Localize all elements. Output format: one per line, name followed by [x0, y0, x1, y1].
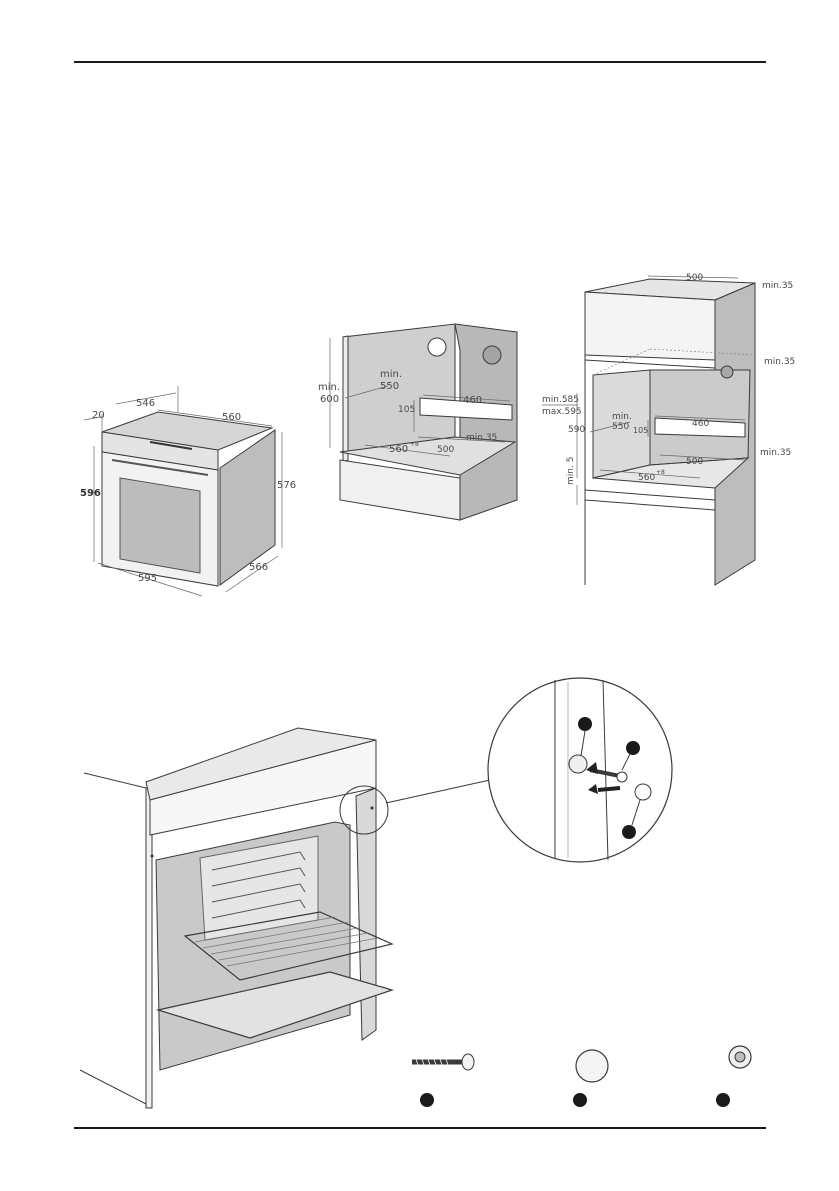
dim-min35-c: min.35	[760, 448, 791, 458]
screw-icon	[412, 1053, 475, 1107]
dim-500: 500	[437, 445, 454, 455]
under-counter-cabinet-drawing: min. 600 min. 550 460 105 500 min.35 560…	[318, 323, 518, 521]
dim-105: 105	[633, 426, 648, 435]
dim-500: 500	[686, 457, 703, 467]
dim-min585: min.585	[542, 395, 579, 405]
dim-min35-b: min.35	[764, 357, 795, 367]
dim-560: 560	[389, 444, 408, 455]
dim-560-sup: +8	[656, 469, 665, 476]
dim-460: 460	[692, 419, 709, 429]
plug-cap-icon	[573, 1049, 609, 1107]
dim-min600-a: min.	[318, 382, 340, 393]
installed-oven-drawing	[79, 727, 491, 1109]
dim-460: 460	[463, 395, 482, 406]
dim-560-sup: +8	[410, 441, 419, 448]
bottom-rule	[74, 1127, 766, 1129]
dim-105: 105	[398, 405, 415, 415]
dim-576: 576	[277, 480, 296, 491]
dim-596: 596	[80, 488, 101, 499]
dim-595: 595	[138, 573, 157, 584]
fixing-detail-zoom	[487, 677, 673, 863]
dim-590: 590	[568, 425, 585, 435]
tall-unit-cabinet-drawing: 500 min.35 min.35 min.35 min.585 max.595…	[542, 273, 795, 586]
oven-dimension-drawing: 546 20 560 596 576 595 566	[80, 386, 296, 597]
dim-min35-a: min.35	[762, 281, 793, 291]
dim-500-top: 500	[686, 273, 703, 283]
dim-560: 560	[222, 412, 241, 423]
dim-20: 20	[92, 410, 105, 421]
fixing-parts-row	[412, 1045, 752, 1107]
dim-min550-a: min.	[612, 412, 632, 422]
dim-546: 546	[136, 398, 155, 409]
dim-min35: min.35	[466, 433, 497, 443]
dim-min600-b: 600	[320, 394, 339, 405]
dim-min5: min. 5	[566, 457, 576, 485]
dim-566: 566	[249, 562, 268, 573]
dim-min550-b: 550	[612, 422, 629, 432]
dim-min550-a: min.	[380, 369, 402, 380]
dim-min550-b: 550	[380, 381, 399, 392]
top-rule	[74, 61, 766, 63]
dim-560: 560	[638, 473, 655, 483]
bushing-icon	[716, 1045, 752, 1107]
dim-max595: max.595	[542, 407, 582, 417]
